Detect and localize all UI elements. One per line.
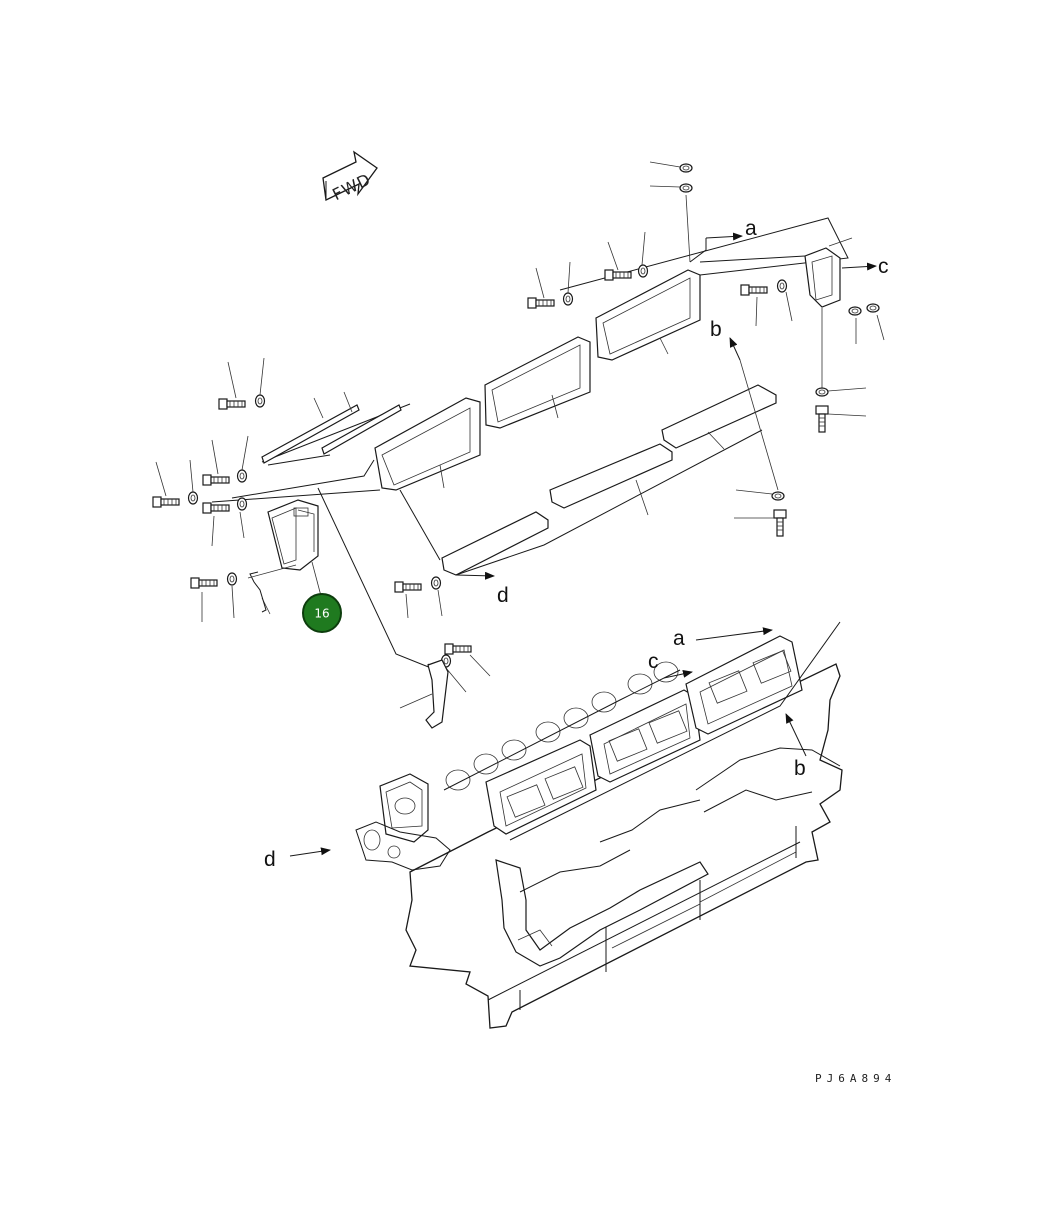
forward-direction-arrow: FWD bbox=[322, 150, 378, 204]
ref-label-b-engine: b bbox=[794, 757, 806, 780]
fwd-label: FWD bbox=[329, 169, 374, 204]
reference-markers-upper: a c b d bbox=[455, 217, 889, 607]
engine-block bbox=[355, 621, 843, 1029]
ref-label-c-engine: c bbox=[648, 650, 659, 673]
fasteners-upper bbox=[152, 161, 885, 693]
reference-markers-engine: a c b d bbox=[264, 627, 807, 871]
upper-guard-assembly bbox=[211, 217, 853, 576]
ref-label-c-top: c bbox=[878, 255, 889, 278]
callout-16-badge[interactable]: 16 bbox=[302, 593, 342, 633]
ref-label-d-engine: d bbox=[264, 848, 276, 871]
ref-label-a-engine: a bbox=[673, 627, 685, 650]
mounting-bracket bbox=[247, 487, 449, 729]
ref-label-a-top: a bbox=[745, 217, 757, 240]
ref-label-d-mid: d bbox=[497, 584, 509, 607]
figure-code: PJ6A894 bbox=[815, 1072, 896, 1085]
callout-16-number: 16 bbox=[314, 607, 329, 621]
ref-label-b-top: b bbox=[710, 318, 722, 341]
